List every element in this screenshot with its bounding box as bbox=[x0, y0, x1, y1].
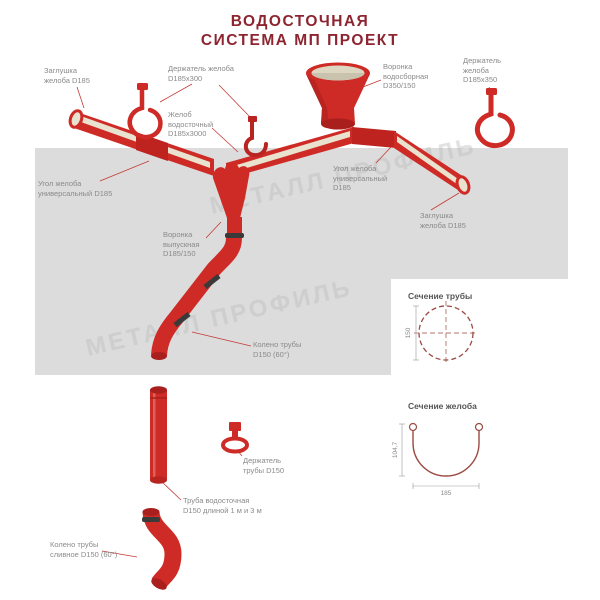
label-gutter-holder-300: Держатель желоба D185x300 bbox=[168, 64, 234, 83]
gutter-holder-350-drawing bbox=[474, 88, 515, 149]
page-title: ВОДОСТОЧНАЯ СИСТЕМА МП ПРОЕКТ bbox=[0, 12, 600, 50]
label-outlet-funnel: Воронка выпускная D185/150 bbox=[163, 230, 200, 258]
pipe-section-diagram: 150 bbox=[405, 301, 478, 365]
gutter-assembly-drawing bbox=[68, 109, 471, 195]
drain-elbow-drawing bbox=[142, 508, 182, 590]
label-end-cap-left: Заглушка желоба D185 bbox=[44, 66, 90, 85]
label-gutter: Желоб водосточный D185x3000 bbox=[168, 110, 214, 138]
downpipe-drawing bbox=[150, 386, 167, 484]
gutter-width-dimension: 185 bbox=[441, 490, 452, 497]
gutter-holder-300-drawing bbox=[127, 83, 163, 140]
label-corner-left: Угол желоба универсальный D185 bbox=[38, 179, 113, 198]
outlet-funnel-drawing bbox=[212, 162, 250, 238]
gutter-section-diagram: 104,7 185 bbox=[392, 422, 484, 497]
label-drain-elbow: Колено трубы сливное D150 (60°) bbox=[50, 540, 118, 559]
gutter-end-cap-right-drawing bbox=[455, 175, 471, 195]
gutter-corner-right-drawing bbox=[352, 127, 396, 148]
gutter-section-title: Сечение желоба bbox=[408, 401, 477, 411]
page-title-line2: СИСТЕМА МП ПРОЕКТ bbox=[200, 32, 400, 49]
pipe-section-title: Сечение трубы bbox=[408, 291, 473, 301]
page-title-line1: ВОДОСТОЧНАЯ bbox=[230, 13, 370, 30]
label-pipe-holder: Держатель трубы D150 bbox=[243, 456, 285, 475]
pipe-diameter-dimension: 150 bbox=[405, 327, 412, 338]
label-collecting-funnel: Воронка водосборная D350/150 bbox=[383, 62, 429, 90]
collecting-funnel-drawing bbox=[306, 62, 370, 130]
label-downpipe: Труба водосточная D150 длиной 1 м и 3 м bbox=[183, 496, 262, 515]
label-pipe-elbow: Колено трубы D150 (60°) bbox=[253, 340, 302, 359]
mounted-gutter-holder-drawing bbox=[243, 116, 268, 158]
gutter-height-dimension: 104,7 bbox=[392, 441, 399, 458]
label-gutter-holder-350: Держатель желоба D185x350 bbox=[463, 56, 502, 84]
leader-lines bbox=[76, 79, 493, 558]
label-corner-right: Угол желоба универсальный D185 bbox=[333, 164, 388, 192]
gutter-end-cap-left-drawing bbox=[68, 109, 84, 129]
roof-band bbox=[35, 148, 568, 375]
pipe-elbow-drawing bbox=[151, 237, 242, 360]
pipe-holder-drawing bbox=[221, 422, 249, 454]
label-end-cap-right: Заглушка желоба D185 bbox=[420, 211, 466, 230]
